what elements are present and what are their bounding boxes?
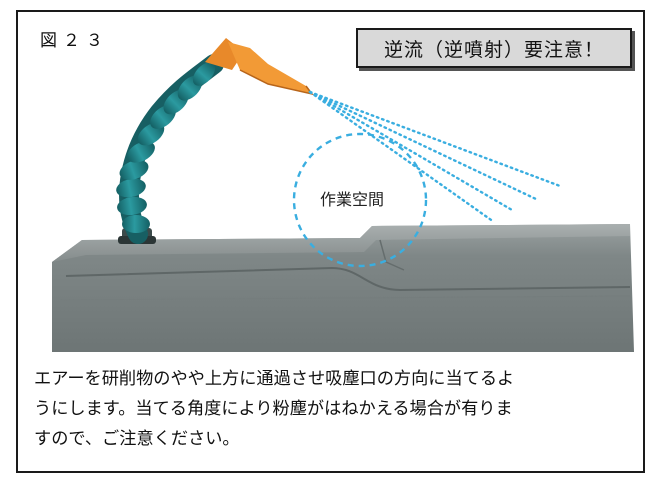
flexible-hose: [116, 54, 224, 244]
backflow-warning-box: 逆流（逆噴射）要注意！: [356, 28, 632, 68]
machine-body: [52, 224, 634, 352]
work-space-label: 作業空間: [320, 190, 385, 209]
description-text: エアーを研削物のやや上方に通過させ吸塵口の方向に当てるよ うにします。当てる角度…: [34, 364, 634, 454]
description-line: うにします。当てる角度により粉塵がはねかえる場合が有りま: [34, 399, 513, 419]
work-space-circle: [292, 132, 428, 268]
description-line: エアーを研削物のやや上方に通過させ吸塵口の方向に当てるよ: [34, 369, 515, 389]
figure-number: 図２３: [40, 31, 109, 51]
nozzle: [205, 38, 314, 96]
description-line: すので、ご注意ください。: [34, 429, 240, 449]
air-spray: [308, 90, 562, 224]
